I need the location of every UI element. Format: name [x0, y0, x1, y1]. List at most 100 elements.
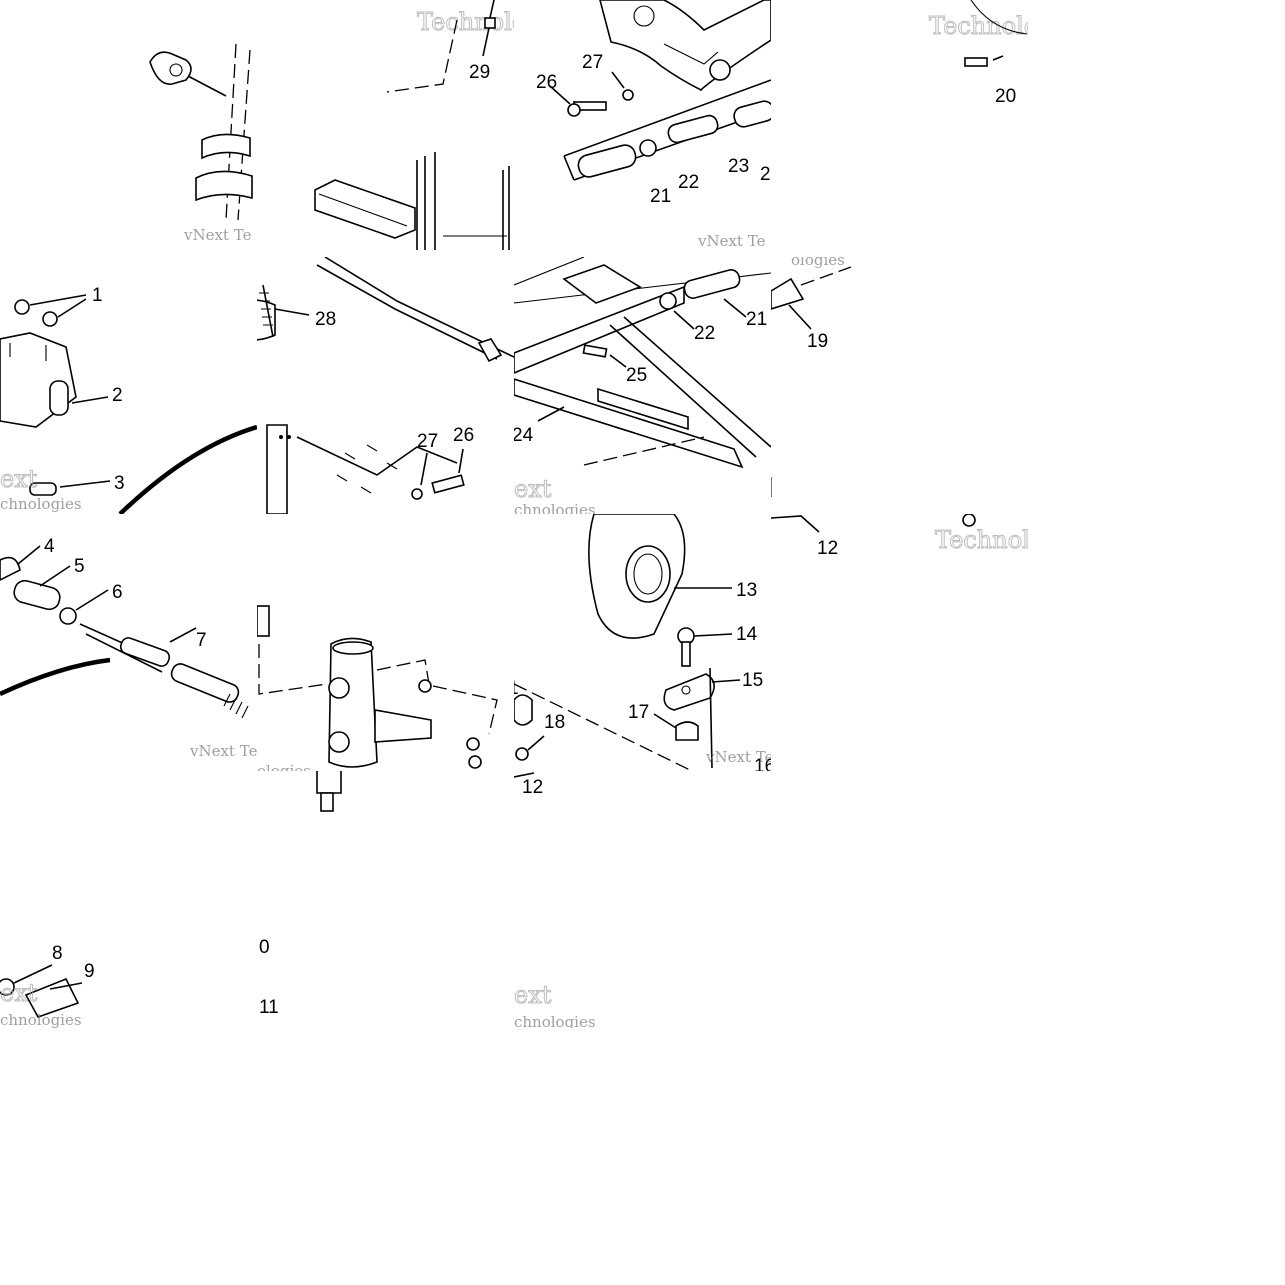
callout-1: 1 [92, 285, 103, 306]
tile-r4-c1: 8 9 ext chnologies [0, 771, 257, 1028]
spacer-28-part [257, 299, 276, 341]
callout-21: 21 [746, 309, 767, 330]
callout-21: 21 [650, 186, 671, 207]
callout-15: 15 [742, 670, 763, 691]
watermark-text: chnologies [514, 1013, 596, 1028]
tile-r3-c4: 12 Technologies [771, 514, 1028, 771]
frame-mount-part [599, 0, 771, 91]
tile-r2-c1: 1 2 3 ext chnologies [0, 257, 257, 514]
watermark-text: chnologies [514, 501, 596, 514]
tie-rod-7-part [119, 637, 171, 667]
tile-r4-c3-drawing: 12 ext chnologies [514, 772, 596, 1028]
tile-r3-c3: 13 14 15 17 18 16 vNext Te 1 [514, 514, 771, 771]
bushing-21b-part [683, 269, 741, 299]
tile-r1-c4: Technologies 20 [771, 0, 1028, 257]
callout-2: 2 [112, 385, 123, 406]
clamp-9-part [24, 977, 80, 1018]
callout-6: 6 [112, 582, 123, 603]
callout-4: 4 [44, 536, 55, 557]
callout-19: 19 [807, 331, 828, 352]
callout-26: 26 [453, 425, 474, 446]
callout-20: 20 [995, 86, 1016, 107]
watermark-text: ext [0, 465, 38, 493]
watermark-text: ologies [791, 257, 845, 269]
tile-r1-c1: vNext Te [0, 0, 257, 257]
tile-r1-c2-drawing: Technologies 29 [314, 0, 514, 250]
a-arm-plate-part [597, 387, 689, 431]
nut-1a-part [14, 299, 30, 315]
callout-2: 2 [760, 164, 771, 185]
watermark-text: vNext Te [697, 232, 766, 250]
watermark-text: ologies [257, 762, 311, 771]
callout-27: 27 [417, 431, 438, 452]
tile-r2-c2: 28 27 26 Technologies [257, 257, 514, 514]
tile-r3-c2: ologies [257, 514, 514, 771]
mount-bracket-part [562, 264, 642, 304]
frame-rail-part [266, 424, 288, 514]
callout-5: 5 [74, 556, 85, 577]
callout-14: 14 [736, 624, 758, 645]
lower-a-arm-part [514, 378, 744, 469]
callout-8: 8 [52, 943, 63, 964]
callout-22: 22 [678, 172, 699, 193]
callout-17: 17 [628, 702, 649, 723]
bushing-21-part [577, 144, 637, 178]
bushing-23-part [667, 114, 719, 144]
tile-r3-c4-drawing: 12 Technologies [771, 514, 1028, 559]
washer-27b-part [411, 488, 423, 500]
tile-r4-c2-drawing: 0 11 [259, 771, 342, 1018]
callout-7: 7 [196, 630, 207, 651]
tile-r3-c1: 4 5 6 7 vNext Te [0, 514, 257, 771]
nut-6-part [59, 607, 77, 625]
watermark-text: ext [0, 979, 38, 1007]
tile-r1-c1-drawing: vNext Te [149, 43, 253, 244]
callout-13: 13 [736, 580, 757, 601]
tile-r3-c2-drawing: ologies [257, 605, 498, 771]
tile-r1-c2: Technologies 29 [257, 0, 514, 257]
spindle-bolt-part [257, 605, 270, 637]
tile-r1-c3-drawing: 26 27 21 22 23 2 vNext Te [536, 0, 771, 250]
tie-rod-end-4-part [0, 556, 21, 581]
upper-a-arm-front [514, 285, 685, 374]
bushing-2-part [49, 380, 69, 416]
callout-1: 1 [514, 678, 519, 699]
watermark-text: vNext Te [189, 742, 257, 760]
watermark-text: Technologies [423, 513, 514, 514]
tile-r4-c3: 12 ext chnologies [514, 771, 771, 1028]
callout-11: 11 [259, 997, 279, 1018]
watermark-text: ext [514, 981, 552, 1009]
callout-10: 0 [259, 937, 270, 958]
ball-joint-17-part [675, 721, 699, 741]
tile-r3-c3-drawing: 13 14 15 17 18 16 vNext Te 1 [514, 514, 771, 771]
tile-r2-c3: 21 22 25 24 ext chnologies [514, 257, 771, 514]
tile-r2-c2-drawing: 28 27 26 Technologies [257, 257, 514, 514]
callout-12: 12 [522, 777, 543, 798]
boot-5-part [13, 579, 61, 611]
callout-22: 22 [694, 323, 715, 344]
shock-collar-part [201, 133, 251, 160]
callout-3: 3 [114, 473, 125, 494]
watermark-text: chnologies [0, 495, 82, 513]
tile-r1-c4-drawing: Technologies 20 [929, 0, 1028, 107]
fitting-3-part [29, 482, 57, 496]
bolt-20-part [964, 57, 988, 67]
bracket-part [314, 179, 416, 239]
washer-27-part [622, 89, 634, 101]
watermark-text: Technologies [935, 526, 1028, 554]
nut-8-part [0, 978, 15, 996]
washer-22b-part [659, 292, 677, 310]
callout-23: 23 [728, 156, 749, 177]
tie-rod-nut-part [477, 338, 503, 363]
callout-12: 12 [817, 538, 838, 559]
tile-r2-c4-drawing: ologies 19 [771, 257, 852, 497]
tile-r2-c1-drawing: 1 2 3 ext chnologies [0, 285, 257, 514]
bracket-19-part [771, 277, 805, 310]
tile-r3-c1-drawing: 4 5 6 7 vNext Te [0, 536, 257, 760]
tile-r2-c3-drawing: 21 22 25 24 ext chnologies [514, 257, 771, 514]
callout-29: 29 [469, 62, 490, 83]
grease-fitting-25-part [582, 344, 608, 358]
bolt-part [484, 17, 496, 29]
washer-22-part [639, 139, 657, 157]
watermark-text: Technologies [929, 12, 1028, 40]
